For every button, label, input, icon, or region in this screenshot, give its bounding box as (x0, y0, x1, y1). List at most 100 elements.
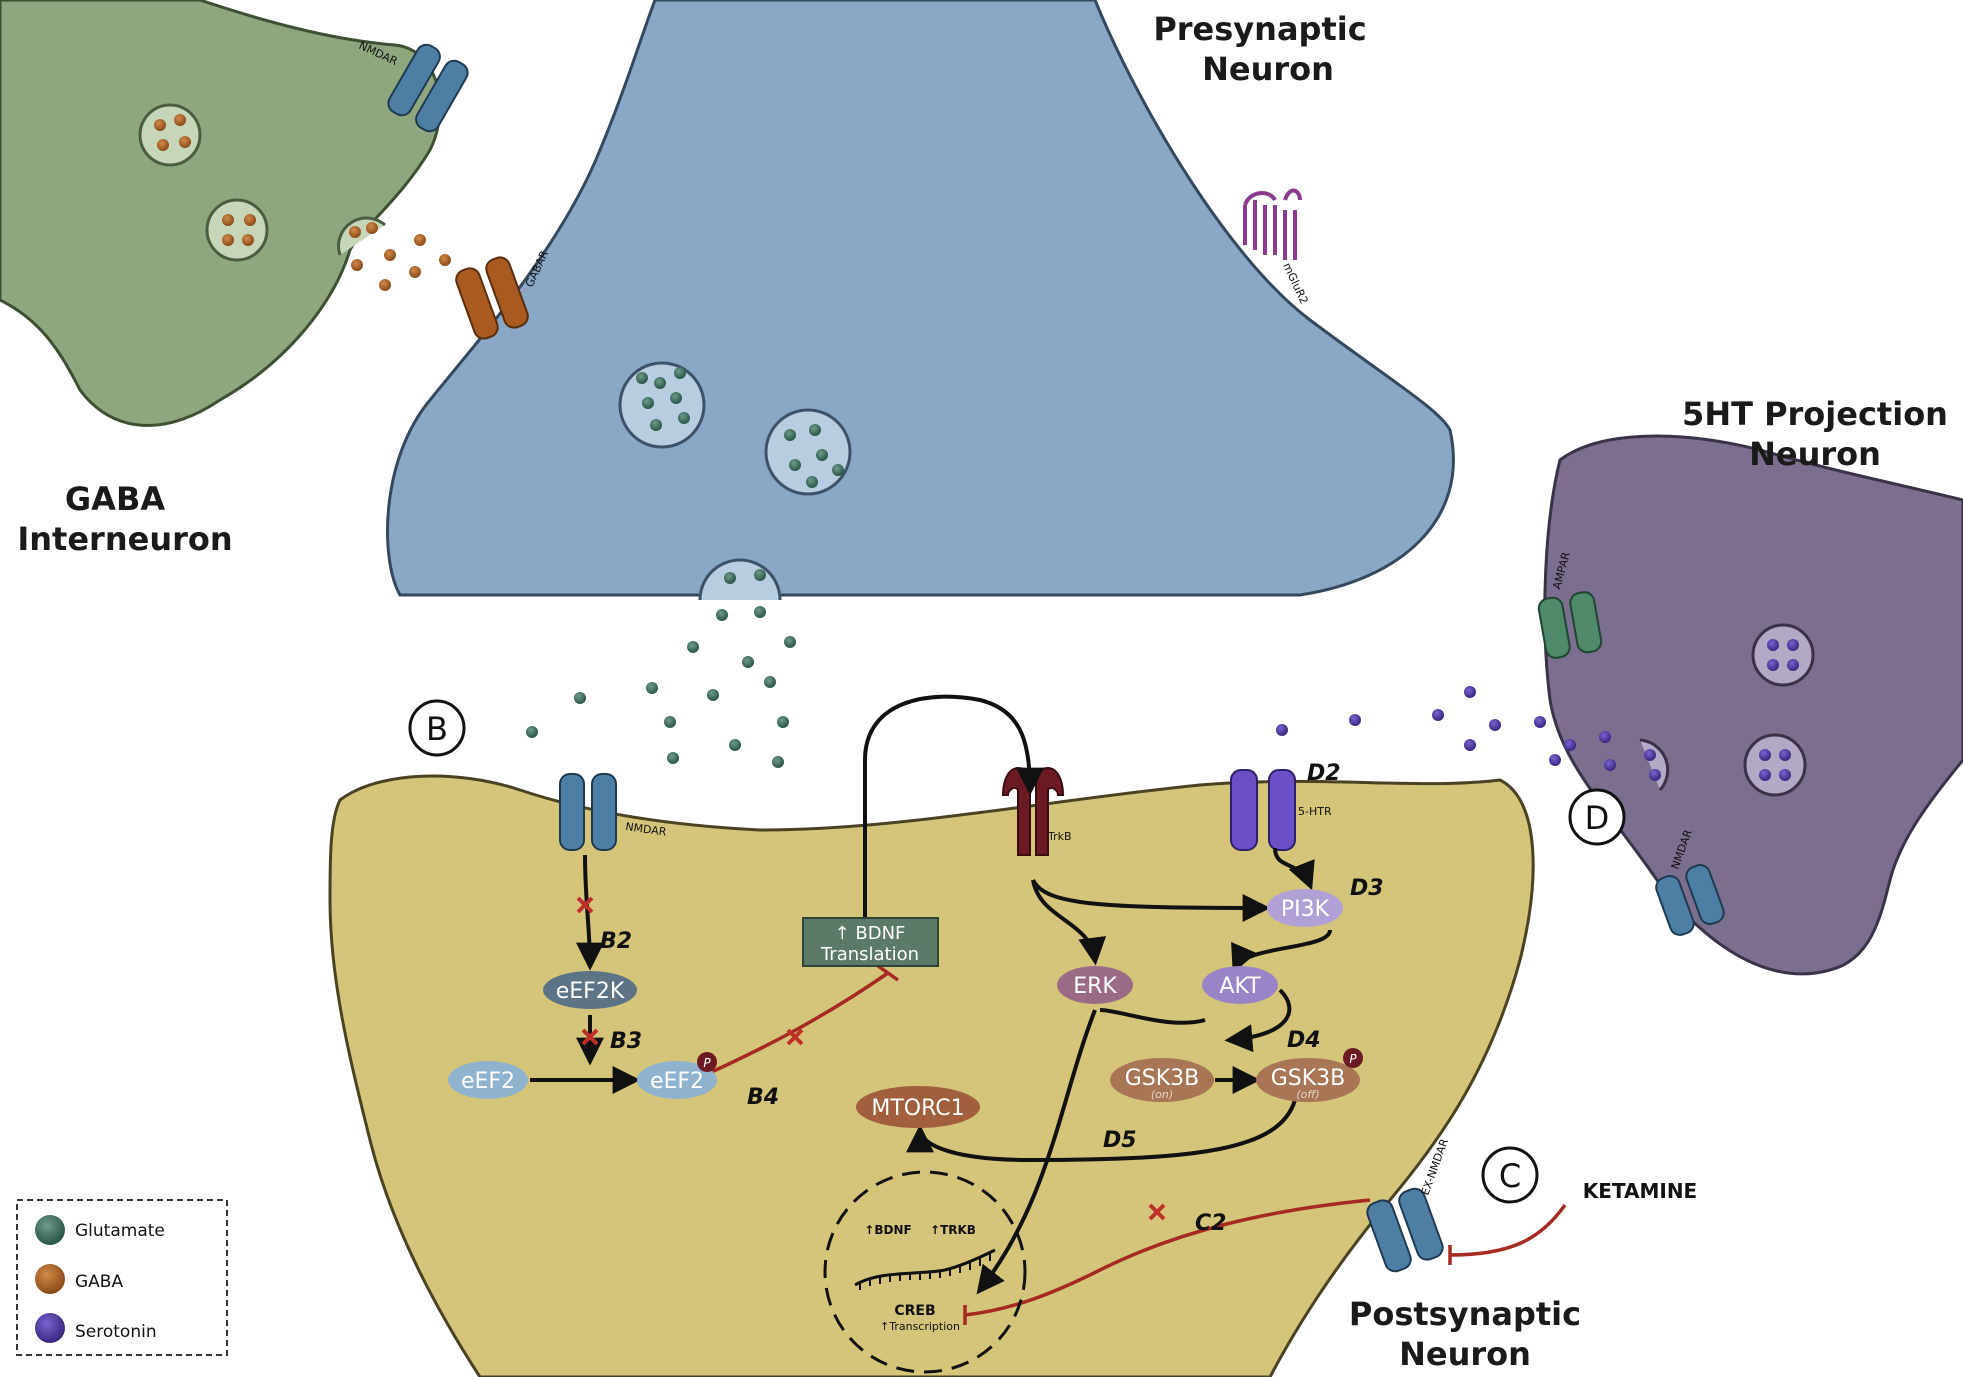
dna-strand (854, 1248, 996, 1287)
panel-d-label: D (1585, 799, 1610, 837)
arrow-erk-to-creb (976, 1009, 1097, 1295)
gabar-receptor (455, 256, 529, 340)
panel-c-marker: C (1481, 1146, 1539, 1204)
svg-text:GSK3B: GSK3B (1125, 1066, 1200, 1091)
nmdar-receptor-5ht (1655, 864, 1725, 936)
step-b3: B3 (610, 1029, 642, 1054)
gsk3b-off-node: GSK3B (off) P (1256, 1048, 1363, 1102)
step-c2: C2 (1195, 1211, 1226, 1236)
inhibit-exnmdar-to-creb (964, 1198, 1371, 1317)
svg-text:eEF2K: eEF2K (556, 979, 625, 1004)
5htr-label: 5-HTR (1298, 805, 1332, 818)
ampar-receptor (1537, 591, 1603, 659)
bdnf-translation-box: ↑ BDNF Translation (802, 917, 939, 967)
serotonin-released-particles (1276, 686, 1616, 771)
glutamate-vesicle-fusing (698, 558, 782, 601)
legend-item-serotonin: Serotonin (35, 1313, 157, 1343)
erk-node: ERK (1057, 966, 1133, 1004)
gsk3b-on-node: GSK3B (on) (1110, 1058, 1214, 1102)
arrow-gsk3b-off-to-mtorc1 (906, 1099, 1297, 1163)
5ht-projection-neuron-body (1543, 434, 1963, 976)
glutamate-released-particles (526, 606, 796, 768)
block-marks (576, 896, 1166, 1221)
step-b2: B2 (600, 929, 632, 954)
legend: Glutamate GABA Serotonin (16, 1199, 228, 1356)
nmdar-receptor-post (559, 773, 617, 851)
block-b4 (786, 1028, 804, 1046)
eef2-node: eEF2 (448, 1061, 528, 1099)
step-d3: D3 (1350, 876, 1384, 901)
svg-text:(off): (off) (1296, 1088, 1319, 1101)
legend-item-glutamate: Glutamate (35, 1215, 165, 1245)
block-b2 (576, 896, 594, 914)
eef2k-node: eEF2K (543, 971, 637, 1009)
presynaptic-title-line2: Neuron (1202, 50, 1334, 88)
panel-b-marker: B (408, 699, 466, 757)
presynaptic-title-line1: Presynaptic (1153, 10, 1366, 48)
gaba-released-particles (351, 234, 451, 291)
nucleus: ↑BDNF ↑TRKB CREB ↑Transcription (823, 1170, 1027, 1374)
ex-nmdar-receptor (1366, 1187, 1444, 1273)
pathway-arrows (530, 694, 1332, 1295)
gaba-interneuron-title-line2: Interneuron (17, 520, 232, 558)
nmdar-label-post: NMDAR (625, 820, 668, 839)
step-d5: D5 (1103, 1128, 1137, 1153)
legend-item-gaba: GABA (35, 1264, 123, 1294)
arrow-bdnf-to-trkb (863, 694, 1044, 918)
arrow-trkb-to-erk (1031, 879, 1107, 966)
panel-c-label: C (1499, 1157, 1521, 1195)
eef2-phospho-node: eEF2 P (637, 1052, 717, 1099)
mtorc1-node: MTORC1 (856, 1086, 980, 1128)
block-c2 (1148, 1203, 1166, 1221)
panel-d-marker: D (1568, 788, 1626, 846)
postsynaptic-title-line1: Postsynaptic (1349, 1295, 1581, 1333)
svg-text:eEF2: eEF2 (461, 1069, 515, 1094)
arrow-nmdar-to-eef2k (575, 854, 604, 971)
svg-text:(on): (on) (1151, 1088, 1173, 1101)
step-d4: D4 (1287, 1028, 1321, 1053)
postsynaptic-neuron-body (328, 774, 1535, 1377)
svg-text:P: P (1349, 1052, 1357, 1066)
svg-text:GSK3B: GSK3B (1271, 1066, 1346, 1091)
trkb-label: TrkB (1047, 830, 1072, 843)
nmdar-receptor-gaba (387, 43, 469, 133)
svg-text:Serotonin: Serotonin (75, 1322, 157, 1342)
arrow-akt-to-erk-curve (1099, 1008, 1206, 1025)
svg-text:GABA: GABA (75, 1272, 123, 1292)
legend-swatch (35, 1313, 65, 1343)
svg-text:MTORC1: MTORC1 (871, 1096, 964, 1121)
svg-text:P: P (703, 1056, 711, 1070)
svg-text:PI3K: PI3K (1281, 897, 1330, 922)
svg-text:eEF2: eEF2 (650, 1069, 704, 1094)
ketamine-label: KETAMINE (1583, 1179, 1697, 1203)
panel-b-label: B (426, 710, 448, 748)
svg-text:AKT: AKT (1219, 974, 1261, 999)
postsynaptic-title-line2: Neuron (1399, 1335, 1531, 1373)
gaba-vesicle (205, 198, 269, 262)
arrow-trkb-to-pi3k (1031, 879, 1271, 922)
5ht-title-line2: Neuron (1749, 435, 1881, 473)
svg-text:ERK: ERK (1073, 974, 1117, 999)
5htr-receptor (1230, 769, 1296, 851)
nucleus-bdnf-label: ↑BDNF (864, 1223, 911, 1237)
legend-swatch (35, 1264, 65, 1294)
legend-swatch (35, 1215, 65, 1245)
svg-text:Translation: Translation (820, 944, 919, 965)
arrow-pi3k-to-akt (1231, 929, 1332, 974)
arrow-5htr-to-pi3k (1273, 847, 1315, 891)
svg-text:Glutamate: Glutamate (75, 1221, 165, 1241)
glutamate-vesicle (618, 361, 706, 449)
step-d2: D2 (1307, 761, 1341, 786)
svg-text:↑ BDNF: ↑ BDNF (835, 923, 906, 944)
transcription-label: ↑Transcription (880, 1320, 960, 1333)
gaba-vesicle-fusing (337, 216, 386, 256)
nucleus-trkb-label: ↑TRKB (930, 1223, 976, 1237)
inhibit-ketamine-to-exnmdar (1449, 1203, 1567, 1257)
presynaptic-neuron-body (386, 0, 1455, 597)
5ht-title-line1: 5HT Projection (1682, 395, 1948, 433)
step-b4: B4 (747, 1085, 779, 1110)
mglur2-receptor (1243, 188, 1302, 260)
glutamate-vesicle (764, 408, 852, 496)
creb-label: CREB (894, 1303, 935, 1319)
